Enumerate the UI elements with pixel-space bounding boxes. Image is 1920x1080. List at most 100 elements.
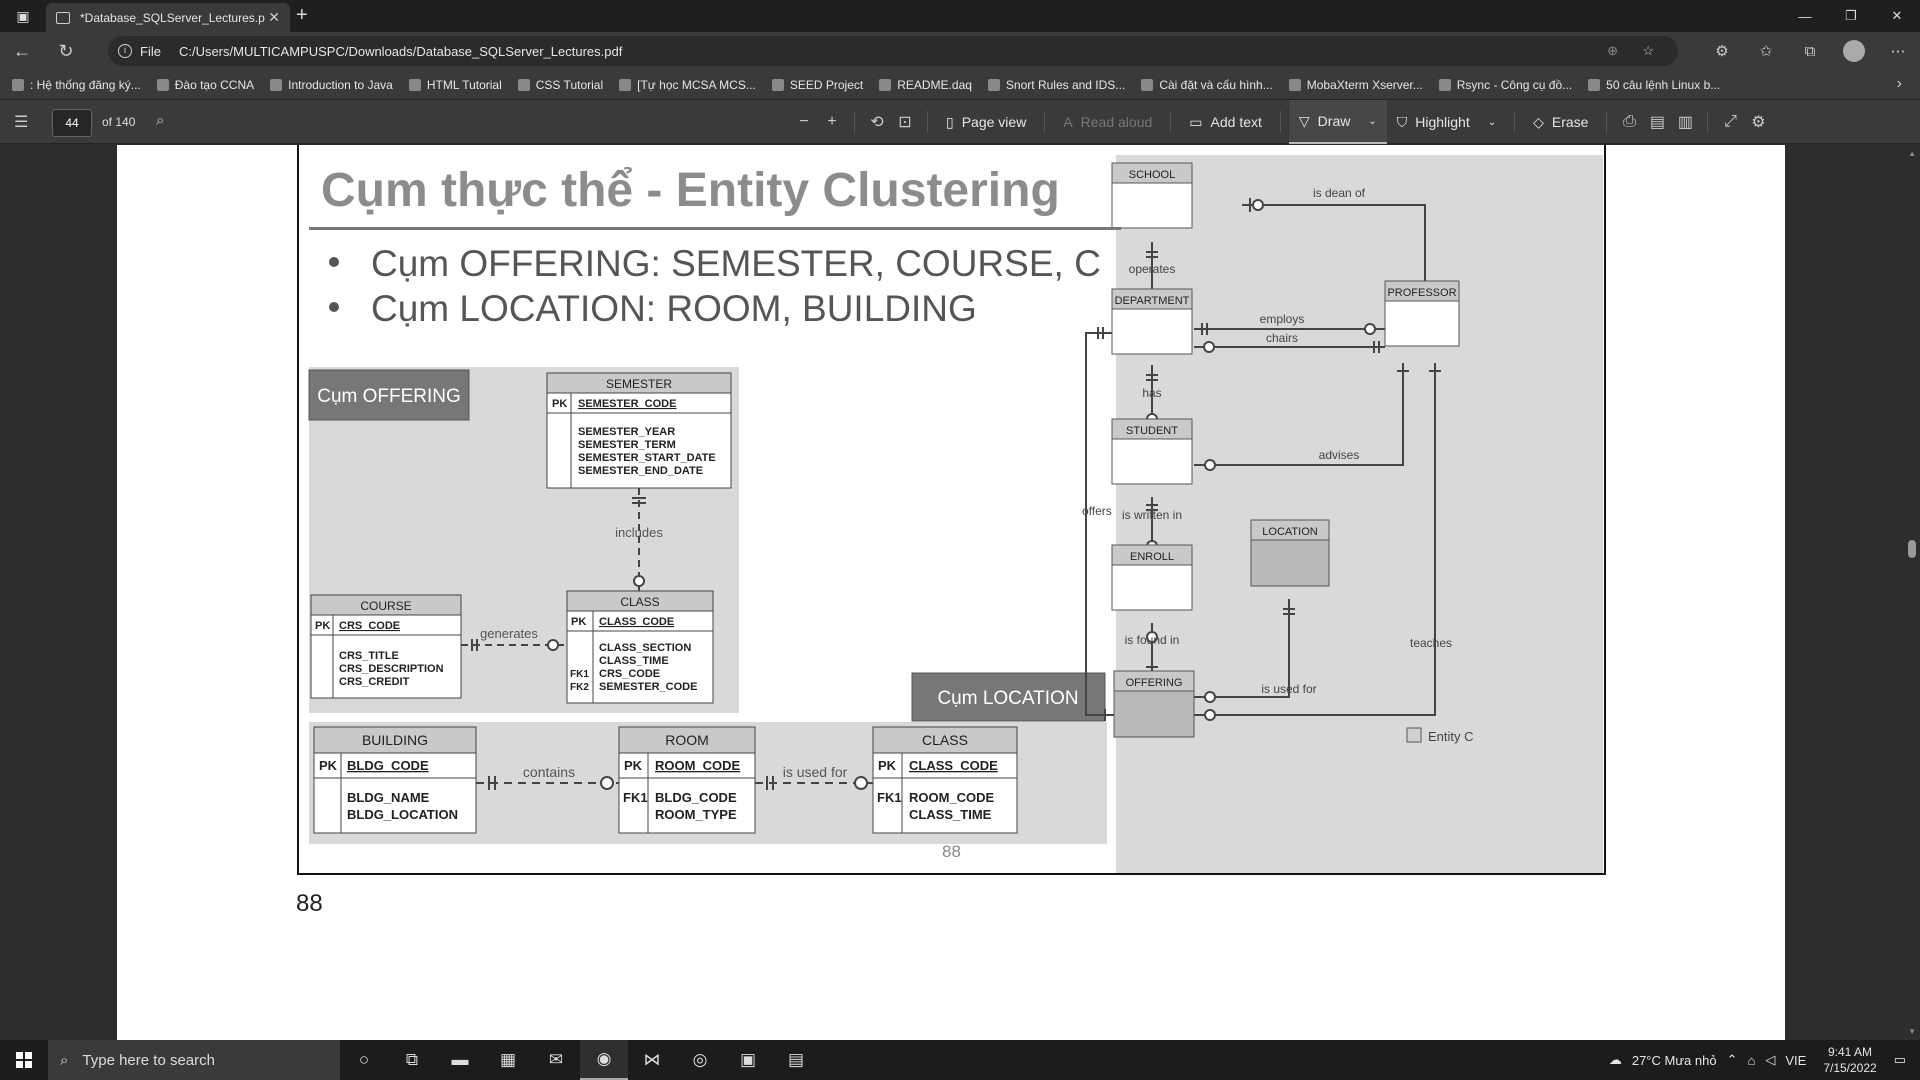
volume-icon[interactable]: ◁ <box>1765 1052 1776 1067</box>
settings-gear-icon[interactable]: ⚙ <box>1751 114 1766 131</box>
bookmark-item[interactable]: CSS Tutorial <box>517 78 603 92</box>
svg-text:CLASS_SECTION: CLASS_SECTION <box>599 642 691 654</box>
notification-icon[interactable]: ▭ <box>1893 1052 1906 1067</box>
task-view-icon[interactable]: ⧉ <box>405 1050 419 1069</box>
url-text[interactable]: C:/Users/MULTICAMPUSPC/Downloads/Databas… <box>178 43 623 59</box>
app-icon[interactable]: ▤ <box>787 1050 805 1069</box>
new-tab-button[interactable]: + <box>296 4 308 26</box>
svg-text:SEMESTER_YEAR: SEMESTER_YEAR <box>578 426 675 438</box>
draw-button[interactable]: ▽Draw⌄ <box>1288 100 1387 144</box>
bookmark-item[interactable]: 50 câu lệnh Linux b... <box>1588 78 1720 92</box>
scrollbar-thumb[interactable] <box>1908 540 1916 558</box>
bookmark-item[interactable]: Introduction to Java <box>270 78 393 92</box>
is-used-for-label: is used for <box>783 764 848 780</box>
pdf-viewer[interactable]: Cụm OFFERING SEMESTER PK SEMESTER_CODE S… <box>0 145 1920 1040</box>
vscode-icon[interactable]: ⋈ <box>643 1050 661 1069</box>
network-icon[interactable]: ⌂ <box>1747 1052 1756 1068</box>
save-icon[interactable]: ▤ <box>1649 114 1666 131</box>
favorites-icon[interactable]: ✩ <box>1759 43 1773 60</box>
zoom-in-icon[interactable]: + <box>827 113 837 130</box>
taskbar-search[interactable]: ⌕Type here to search <box>48 1040 340 1080</box>
svg-text:CRS_CREDIT: CRS_CREDIT <box>339 676 410 688</box>
zoom-icon[interactable]: ⊕ <box>1607 43 1618 58</box>
bookmark-item[interactable]: SEED Project <box>771 78 863 92</box>
address-bar[interactable]: i File C:/Users/MULTICAMPUSPC/Downloads/… <box>108 36 1678 66</box>
store-icon[interactable]: ▦ <box>499 1050 517 1069</box>
cortana-icon[interactable]: ○ <box>358 1050 370 1069</box>
semester-entity: SEMESTER PK SEMESTER_CODE SEMESTER_YEAR … <box>546 372 732 489</box>
enroll-entity: ENROLL <box>1111 544 1193 611</box>
close-tab-icon[interactable]: ✕ <box>268 9 280 25</box>
svg-text:CLASS: CLASS <box>620 595 659 609</box>
tab-actions-icon[interactable]: ▣ <box>16 7 30 24</box>
building-entity: BUILDING PK BLDG_CODE BLDG_NAME BLDG_LOC… <box>313 726 477 834</box>
bookmark-item[interactable]: MobaXterm Xserver... <box>1288 78 1423 92</box>
weather-text[interactable]: 27°C Mưa nhỏ <box>1631 1052 1717 1068</box>
bookmark-item[interactable]: [Tự học MCSA MCS... <box>619 78 756 92</box>
bookmark-item[interactable]: Cài đặt và cấu hình... <box>1141 78 1273 92</box>
erase-button[interactable]: ◇Erase <box>1533 113 1589 131</box>
bullet-item: Cụm OFFERING: SEMESTER, COURSE, C <box>329 243 1101 285</box>
svg-text:CRS_TITLE: CRS_TITLE <box>339 650 399 662</box>
bookmark-item[interactable]: : Hệ thống đăng ký... <box>12 78 141 92</box>
divider <box>1514 111 1516 133</box>
bookmark-item[interactable]: README.daq <box>879 78 972 92</box>
search-icon[interactable]: ⌕ <box>156 112 165 129</box>
chevron-up-icon[interactable]: ⌃ <box>1726 1052 1738 1067</box>
refresh-button[interactable]: ↻ <box>58 40 74 61</box>
svg-text:CRS_CODE: CRS_CODE <box>599 668 660 680</box>
bookmark-item[interactable]: Rsync - Công cụ đồ... <box>1438 78 1572 92</box>
chrome-icon[interactable]: ◎ <box>692 1050 708 1069</box>
rotate-icon[interactable]: ⟲ <box>870 114 884 131</box>
bookmark-item[interactable]: Đào tạo CCNA <box>156 78 254 92</box>
weather-icon[interactable]: ☁ <box>1608 1052 1622 1067</box>
info-icon[interactable]: i <box>118 44 132 58</box>
scroll-down-icon[interactable]: ▼ <box>1908 1027 1916 1036</box>
collections-icon[interactable]: ⧉ <box>1804 42 1816 60</box>
highlight-button[interactable]: ⛉Highlight⌄ <box>1396 113 1497 131</box>
language-indicator[interactable]: VIE <box>1785 1052 1807 1068</box>
mail-icon[interactable]: ✉ <box>548 1050 564 1069</box>
start-button[interactable] <box>0 1040 48 1080</box>
svg-text:ROOM_CODE: ROOM_CODE <box>655 758 741 773</box>
terminal-icon[interactable]: ▣ <box>739 1050 757 1069</box>
fit-page-icon[interactable]: ⊡ <box>898 114 912 131</box>
table-of-contents-icon[interactable]: ☰ <box>14 114 29 131</box>
chevron-right-icon[interactable]: › <box>1896 75 1902 92</box>
svg-text:has: has <box>1142 386 1161 400</box>
save-as-icon[interactable]: ▥ <box>1677 114 1694 131</box>
class-location-entity: CLASS PK CLASS_CODE FK1 ROOM_CODE CLASS_… <box>872 726 1018 834</box>
browser-tab[interactable]: *Database_SQLServer_Lectures.p ✕ <box>46 3 290 32</box>
bookmark-item[interactable]: Snort Rules and IDS... <box>987 78 1125 92</box>
taskbar: ⌕Type here to search ○ ⧉ ▬ ▦ ✉ ◉ ⋈ ◎ ▣ ▤… <box>0 1040 1920 1080</box>
chevron-down-icon[interactable]: ⌄ <box>1368 115 1377 127</box>
page-number-input[interactable]: 44 <box>52 109 92 137</box>
favorite-star-icon[interactable]: ☆ <box>1642 43 1654 58</box>
svg-text:FK1: FK1 <box>623 790 648 805</box>
page-view-button[interactable]: ▯Page view <box>946 113 1027 131</box>
fullscreen-icon[interactable]: ⤢ <box>1724 113 1737 130</box>
profile-avatar[interactable] <box>1843 40 1865 62</box>
edge-browser-icon[interactable]: ◉ <box>580 1040 628 1080</box>
print-icon[interactable]: ⎙ <box>1623 113 1636 130</box>
svg-text:CLASS_CODE: CLASS_CODE <box>599 616 674 628</box>
extensions-icon[interactable]: ⚙ <box>1715 43 1729 60</box>
divider <box>1279 111 1281 133</box>
page-count: of 140 <box>102 115 136 129</box>
minimize-button[interactable]: — <box>1798 8 1812 24</box>
chevron-down-icon[interactable]: ⌄ <box>1487 116 1497 128</box>
file-explorer-icon[interactable]: ▬ <box>451 1050 469 1069</box>
close-window-button[interactable]: ✕ <box>1891 8 1903 23</box>
bookmark-icon <box>1438 78 1451 91</box>
window-controls: — ❐ ✕ <box>1782 0 1920 32</box>
svg-text:SEMESTER_END_DATE: SEMESTER_END_DATE <box>578 465 703 477</box>
more-menu-icon[interactable]: ⋯ <box>1890 43 1906 60</box>
zoom-out-icon[interactable]: − <box>799 113 809 130</box>
back-button[interactable]: ← <box>13 40 31 61</box>
bookmark-item[interactable]: HTML Tutorial <box>408 78 502 92</box>
restore-button[interactable]: ❐ <box>1845 8 1857 23</box>
add-text-button[interactable]: ▭Add text <box>1189 113 1262 131</box>
scroll-up-icon[interactable]: ▲ <box>1908 149 1916 158</box>
